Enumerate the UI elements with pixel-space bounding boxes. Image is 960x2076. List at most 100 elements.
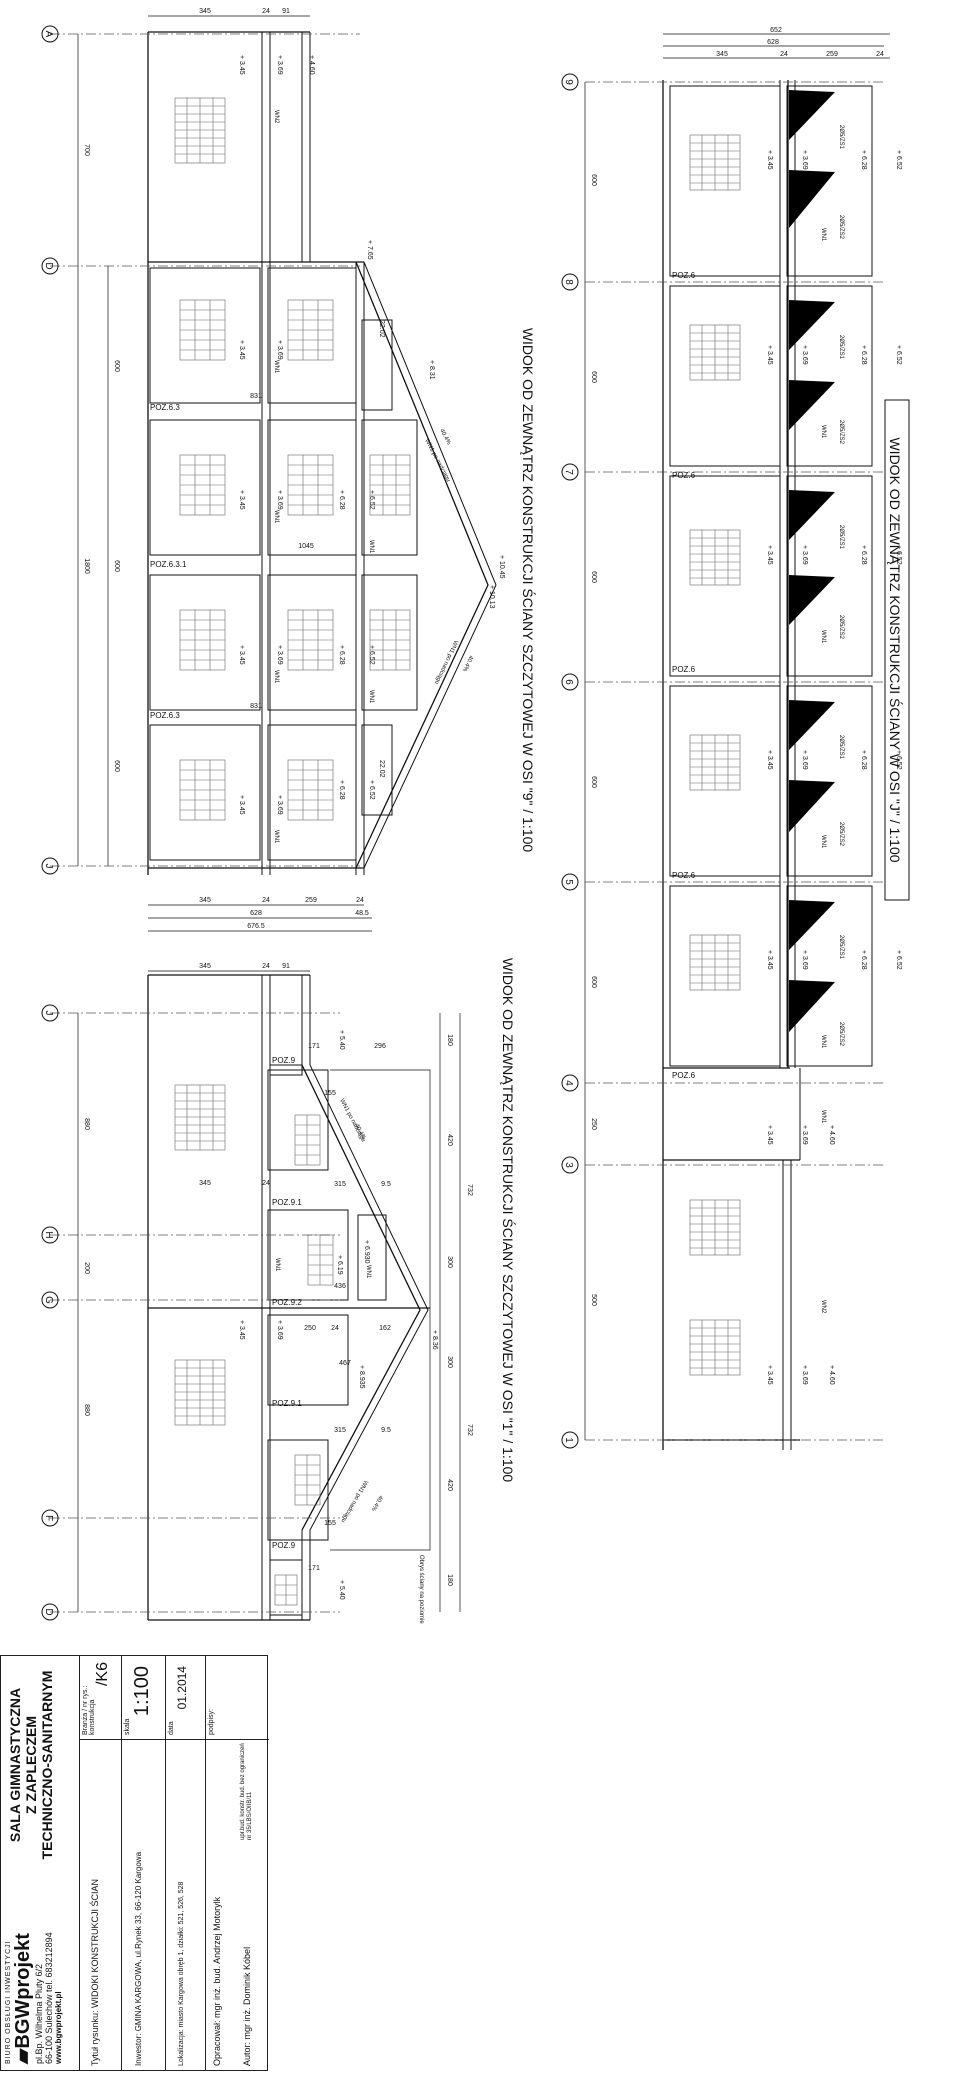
drawing-title-label: Tytuł rysunku: <box>90 2010 100 2066</box>
brick-hatch <box>307 1234 334 1286</box>
position-label: POZ.6 <box>672 471 696 480</box>
gable-outline <box>309 1064 429 1531</box>
brace-label: WN1 po nadciągu <box>339 1479 368 1523</box>
dimension: 24 <box>262 8 270 15</box>
dimension: 315 <box>334 1181 346 1188</box>
panel-frame <box>361 574 418 711</box>
brick-hatch <box>179 454 226 516</box>
website-link[interactable]: www.bgwprojekt.pl <box>54 1991 63 2064</box>
dimension: 91 <box>282 8 290 15</box>
panel-frame <box>786 685 873 877</box>
dimension: 24 <box>780 51 788 58</box>
axis-bubble <box>41 1509 59 1527</box>
project-title-line: SALA GIMNASTYCZNA <box>7 1687 23 1843</box>
level-mark: + 3.45 <box>766 1125 773 1145</box>
drawing-number: /K6 <box>94 1662 111 1687</box>
reinforcement-label: 2Ø5/ZS2 <box>838 215 844 240</box>
level-mark: + 6.52 <box>895 545 902 565</box>
dimension: 600 <box>590 371 597 383</box>
axis-label: 1 <box>563 1437 574 1443</box>
window-wedge <box>789 170 835 228</box>
brick-hatch <box>689 1319 741 1376</box>
level-mark: + 3.45 <box>766 150 773 170</box>
dimension: 162 <box>379 1325 391 1332</box>
position-label: POZ.6.3.1 <box>150 560 187 569</box>
project-title-line: TECHNICZNO-SANITARNYM <box>39 1670 55 1860</box>
title-block: BIURO OBSŁUGI INWESTYCJI ▰BGWprojekt pl.… <box>0 1655 269 2071</box>
dimension: 676.5 <box>247 923 265 930</box>
brick-hatch <box>689 1199 741 1256</box>
lintel-label: WN2 <box>273 110 279 124</box>
level-mark: + 3.69 <box>276 490 283 510</box>
level-mark: + 6.28 <box>338 645 345 665</box>
brick-hatch <box>689 529 741 586</box>
level-mark: + 8.36 <box>431 1330 438 1350</box>
axis-bubble <box>561 873 579 891</box>
brick-hatch <box>174 97 226 164</box>
level-mark: + 3.69 <box>801 1365 808 1385</box>
level-mark: + 3.69 <box>801 545 808 565</box>
dimension: 155 <box>324 1090 336 1097</box>
company-logo: ▰BGWprojekt <box>12 1933 34 2064</box>
dimension: 9.5 <box>381 1427 391 1434</box>
reinforcement-label: 2Ø5/ZS1 <box>838 335 844 360</box>
lintel-label: WN1 <box>273 830 279 844</box>
panel-frame <box>269 1559 303 1616</box>
brick-hatch <box>369 609 411 671</box>
position-label: POZ.6 <box>672 1071 696 1080</box>
dimension: 345 <box>199 8 211 15</box>
axis-label: G <box>43 1296 54 1304</box>
level-mark: + 3.45 <box>766 1365 773 1385</box>
axis-label: J <box>43 864 54 869</box>
gable-outline <box>363 261 497 869</box>
reinforcement-label: 2Ø5/ZS2 <box>838 1022 844 1047</box>
view-axis-j: WIDOK OD ZEWNĄTRZ KONSTRUKCJI ŚCIANY W O… <box>561 27 910 1450</box>
level-mark: + 6.19 <box>336 1255 343 1275</box>
level-mark: + 6.28 <box>860 345 867 365</box>
project-title-line: Z ZAPLECZEM <box>23 1716 39 1814</box>
reinforcement-label: 2Ø5/ZS2 <box>838 615 844 640</box>
location-label: Lokalizacja: <box>178 2029 185 2066</box>
brick-hatch <box>287 759 334 821</box>
discipline-label: Branża / nr rys.: <box>82 1685 89 1735</box>
axis-label: D <box>43 262 54 269</box>
dimension: 155 <box>324 1520 336 1527</box>
level-mark: + 5.40 <box>338 1580 345 1600</box>
scale: 1:100 <box>131 1666 153 1717</box>
brace-label: WN1 po nadciągu <box>338 1098 366 1143</box>
level-mark: + 6.28 <box>338 490 345 510</box>
panel-frame <box>786 285 873 467</box>
dimension: 600 <box>590 174 597 186</box>
dimension: 345 <box>199 963 211 970</box>
level-mark: + 10.13 <box>488 585 495 609</box>
dimension: 345 <box>199 1180 211 1187</box>
level-mark: + 3.69 <box>276 55 283 75</box>
panel-frame <box>669 85 781 277</box>
location: miasto Kargowa obręb 1, działki: 521, 52… <box>178 1881 185 2028</box>
lintel-label: WN1 <box>820 835 826 849</box>
axis-bubble <box>561 73 579 91</box>
brace-label: WN1 po nadciągu <box>433 639 459 685</box>
dimension: 1045 <box>298 543 314 550</box>
lintel-label: WN1 <box>820 425 826 439</box>
axis-label: 3 <box>563 1162 574 1168</box>
dimension: 600 <box>113 560 120 572</box>
lintel-label: WN1 <box>365 1265 371 1279</box>
brick-hatch <box>689 934 741 991</box>
level-mark: + 3.69 <box>801 345 808 365</box>
view-axis-9: WIDOK OD ZEWNĄTRZ KONSTRUKCJI ŚCIANY SZC… <box>41 8 537 932</box>
panel-frame <box>361 419 418 556</box>
level-mark: + 3.45 <box>766 545 773 565</box>
panel-frame <box>361 724 393 816</box>
window-wedge <box>789 980 835 1032</box>
level-mark: + 3.45 <box>238 490 245 510</box>
axis-label: H <box>43 1231 54 1238</box>
brick-hatch <box>179 759 226 821</box>
level-mark: + 4.60 <box>828 1125 835 1145</box>
dimension: 250 <box>304 1325 316 1332</box>
window-wedge <box>789 490 835 540</box>
dimension: 22.02 <box>378 760 385 778</box>
axis-bubble <box>561 673 579 691</box>
reinforcement-label: 2Ø5/ZS2 <box>838 822 844 847</box>
